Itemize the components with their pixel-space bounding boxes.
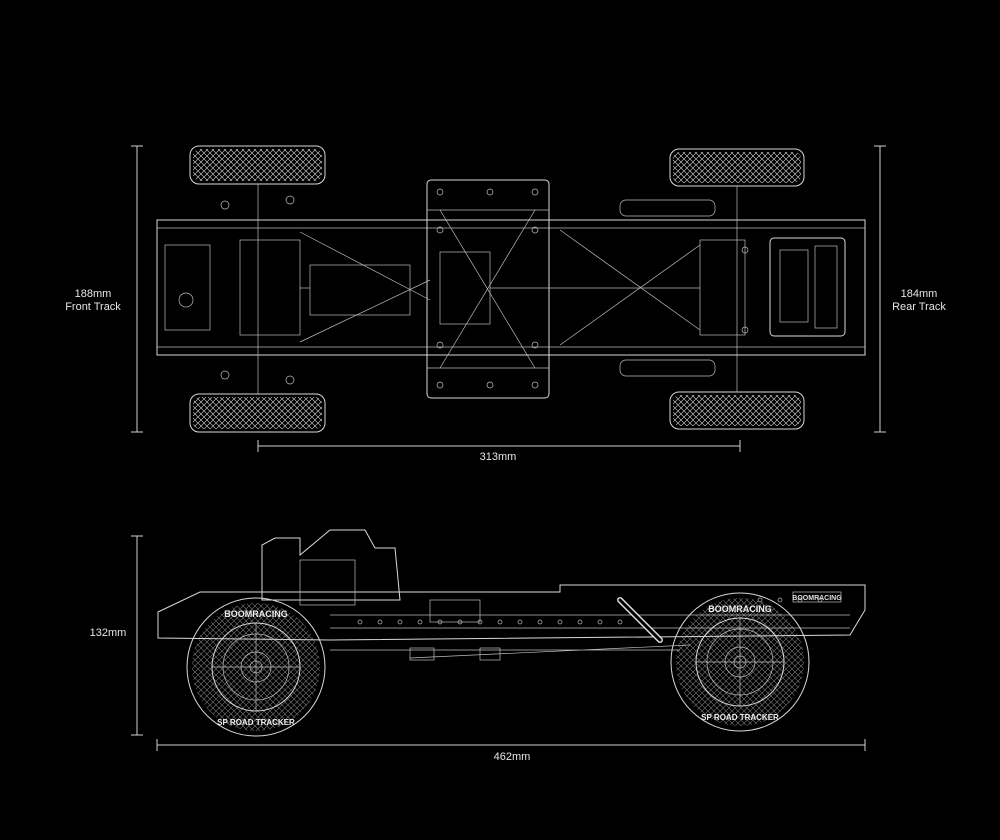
- rear-axle: [699, 239, 746, 336]
- front-track-caption: Front Track: [65, 301, 121, 313]
- front-track-value: 188mm: [74, 288, 112, 300]
- wheelbase-dimension: [257, 440, 741, 452]
- front-left-tire: [189, 145, 326, 185]
- center-skid-plate: [426, 179, 550, 399]
- height-label: 132mm: [89, 627, 127, 639]
- rear-right-tire: [669, 391, 805, 430]
- rear-shock-left: [619, 199, 716, 217]
- top-view-chassis: [156, 145, 866, 433]
- tire-lettering: BOOMRACING SP ROAD TRACKER BOOMRACING SP…: [217, 604, 779, 727]
- front-axle: [239, 239, 301, 336]
- height-dimension: [131, 535, 143, 736]
- frame-outline: [156, 219, 866, 356]
- front-bumper-mount: [164, 244, 211, 331]
- wheelbase-label: 313mm: [479, 451, 517, 463]
- rear-left-tire: [669, 148, 805, 187]
- side-frame-rail: [157, 584, 866, 641]
- rear-track-caption: Rear Track: [892, 301, 946, 313]
- side-brand-plate: [792, 591, 842, 603]
- front-track-dimension: [131, 145, 143, 433]
- length-label: 462mm: [493, 751, 531, 763]
- rear-tire-lower-text: SP ROAD TRACKER: [701, 713, 779, 722]
- electronics-tray: [769, 237, 846, 337]
- side-brand-mark: BOOMRACING: [792, 595, 842, 602]
- side-rear-wheel: [670, 592, 810, 732]
- length-dimension: [156, 739, 866, 751]
- side-front-wheel: [186, 597, 326, 737]
- side-transmission: [261, 529, 401, 601]
- rear-shock-right: [619, 359, 716, 377]
- front-right-tire: [189, 393, 326, 433]
- front-track-label: 188mm Front Track: [60, 288, 126, 314]
- transmission: [309, 264, 411, 316]
- transfer-case: [439, 251, 491, 325]
- rear-track-label: 184mm Rear Track: [886, 288, 952, 314]
- rear-tire-upper-text: BOOMRACING: [708, 604, 772, 614]
- front-tire-upper-text: BOOMRACING: [224, 609, 288, 619]
- rear-track-dimension: [874, 145, 886, 433]
- front-tire-lower-text: SP ROAD TRACKER: [217, 718, 295, 727]
- rear-track-value: 184mm: [900, 288, 938, 300]
